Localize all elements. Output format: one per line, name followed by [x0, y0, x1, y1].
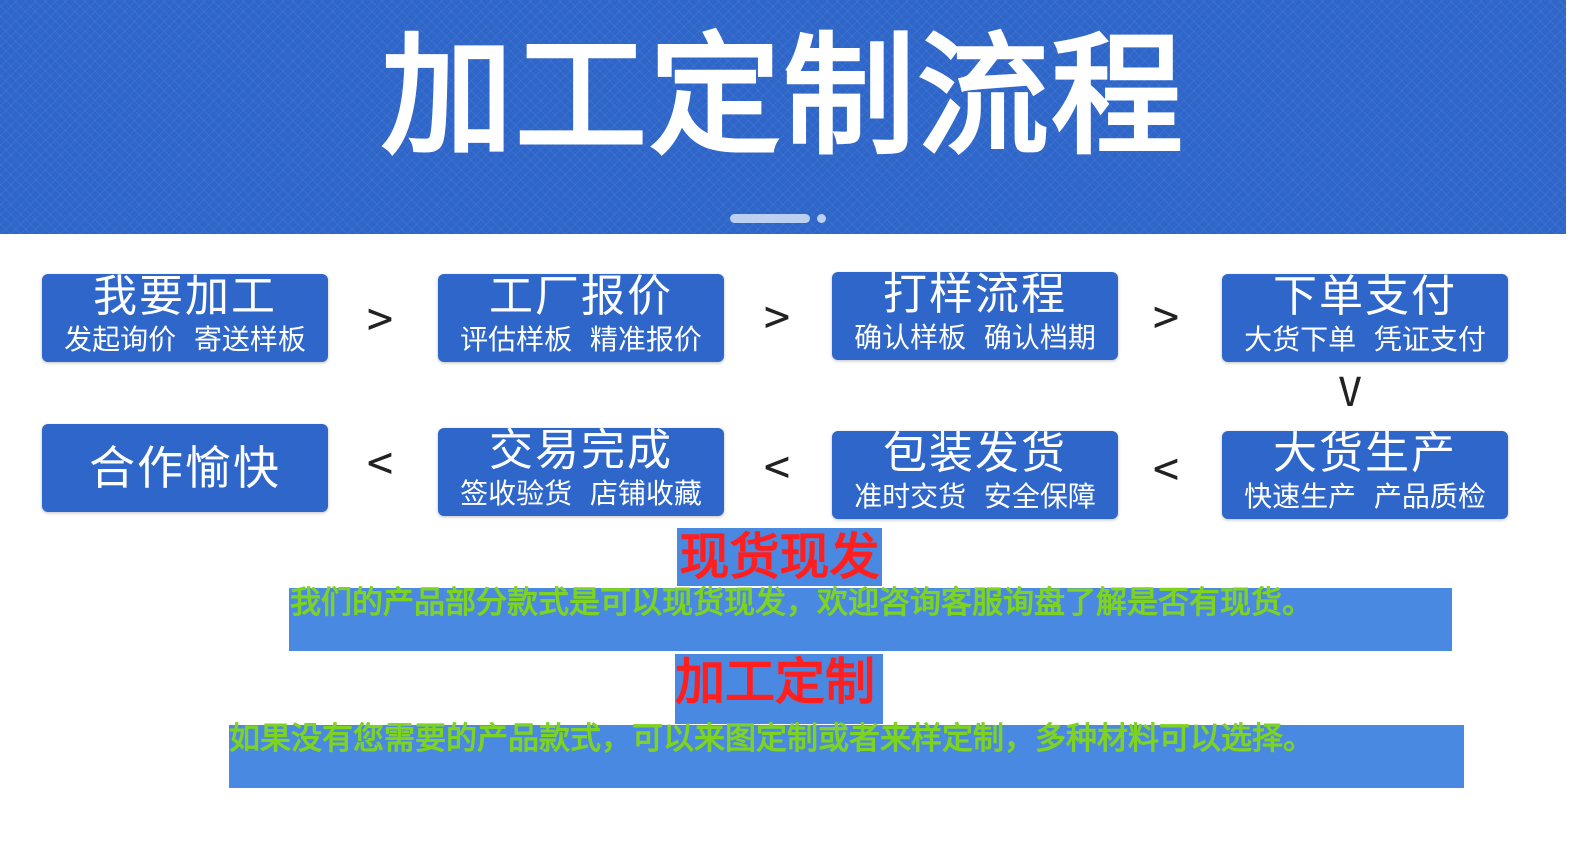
carousel-indicator-active[interactable] [730, 214, 810, 223]
step-desc: 发起询价 寄送样板 [64, 323, 306, 356]
step-complete: 交易完成 签收验货 店铺收藏 [438, 428, 724, 516]
page-title: 加工定制流程 [381, 20, 1185, 174]
step-title: 下单支付 [1273, 274, 1457, 322]
step-quote: 工厂报价 评估样板 精准报价 [438, 274, 724, 362]
arrow-left-icon: < [763, 441, 791, 492]
arrow-right-icon: > [1152, 291, 1180, 342]
arrow-right-icon: > [366, 293, 394, 344]
step-title: 包装发货 [883, 431, 1067, 479]
arrow-left-icon: < [1152, 443, 1180, 494]
step-payment: 下单支付 大货下单 凭证支付 [1222, 274, 1508, 362]
step-shipping: 包装发货 准时交货 安全保障 [832, 431, 1118, 519]
step-inquiry: 我要加工 发起询价 寄送样板 [42, 274, 328, 362]
step-production: 大货生产 快速生产 产品质检 [1222, 431, 1508, 519]
arrow-left-icon: < [366, 437, 394, 488]
banner-header: 加工定制流程 [0, 0, 1566, 234]
step-desc: 快速生产 产品质检 [1244, 480, 1486, 513]
step-title: 打样流程 [883, 272, 1067, 320]
spot-text: 我们的产品部分款式是可以现货现发，欢迎咨询客服询盘了解是否有现货。 [290, 585, 1313, 621]
step-desc: 签收验货 店铺收藏 [460, 477, 702, 510]
step-desc: 确认样板 确认档期 [854, 321, 1096, 354]
step-desc: 准时交货 安全保障 [854, 480, 1096, 513]
step-title: 交易完成 [489, 428, 673, 476]
step-title: 工厂报价 [489, 274, 673, 322]
spot-heading: 现货现发 [677, 528, 882, 586]
spot-highlight [289, 588, 1452, 651]
step-desc: 评估样板 精准报价 [460, 323, 702, 356]
custom-highlight [229, 725, 1464, 788]
step-desc: 大货下单 凭证支付 [1244, 323, 1486, 356]
step-sampling: 打样流程 确认样板 确认档期 [832, 272, 1118, 360]
step-title: 合作愉快 [89, 441, 281, 495]
carousel-indicator-dot[interactable] [817, 214, 826, 223]
custom-heading: 加工定制 [675, 654, 883, 724]
arrow-down-icon: V [1337, 370, 1363, 416]
step-cooperation: 合作愉快 [42, 424, 328, 512]
custom-text: 如果没有您需要的产品款式，可以来图定制或者来样定制，多种材料可以选择。 [229, 721, 1314, 757]
step-title: 我要加工 [93, 274, 277, 322]
arrow-right-icon: > [763, 291, 791, 342]
step-title: 大货生产 [1273, 431, 1457, 479]
